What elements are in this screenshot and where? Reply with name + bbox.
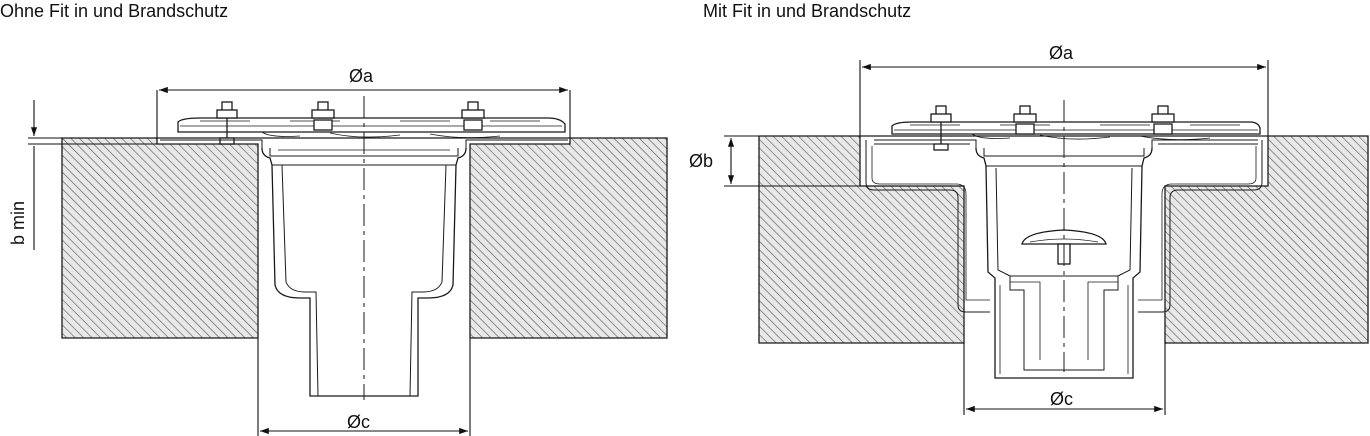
left-dimensions	[28, 86, 571, 436]
right-dimensions	[724, 60, 1269, 415]
left-dim-c-label: Øc	[347, 412, 370, 432]
right-bolt-1	[930, 105, 952, 151]
left-flange	[177, 117, 566, 133]
right-fit-in-sleeve	[865, 140, 990, 313]
left-slab-right	[469, 137, 668, 339]
left-panel-title: Ohne Fit in und Brandschutz	[0, 1, 229, 21]
right-dim-c-label: Øc	[1050, 389, 1073, 409]
right-flange	[891, 121, 1261, 135]
right-slab-left	[758, 135, 965, 344]
left-bolt-3	[461, 101, 485, 131]
right-drain-assembly	[758, 100, 1369, 379]
left-slab-left	[61, 137, 259, 339]
left-dim-b-label: b min	[8, 201, 28, 245]
right-bolt-2	[1013, 105, 1037, 135]
right-panel-title: Mit Fit in und Brandschutz	[703, 1, 912, 21]
left-dim-a-label: Øa	[349, 66, 374, 86]
left-bolt-2	[311, 101, 335, 131]
right-slab-right	[1164, 135, 1369, 344]
left-drain-assembly	[61, 96, 668, 400]
right-bolt-3	[1151, 105, 1175, 135]
right-dim-b-label: Øb	[689, 151, 713, 171]
right-dim-a-label: Øa	[1049, 43, 1074, 63]
